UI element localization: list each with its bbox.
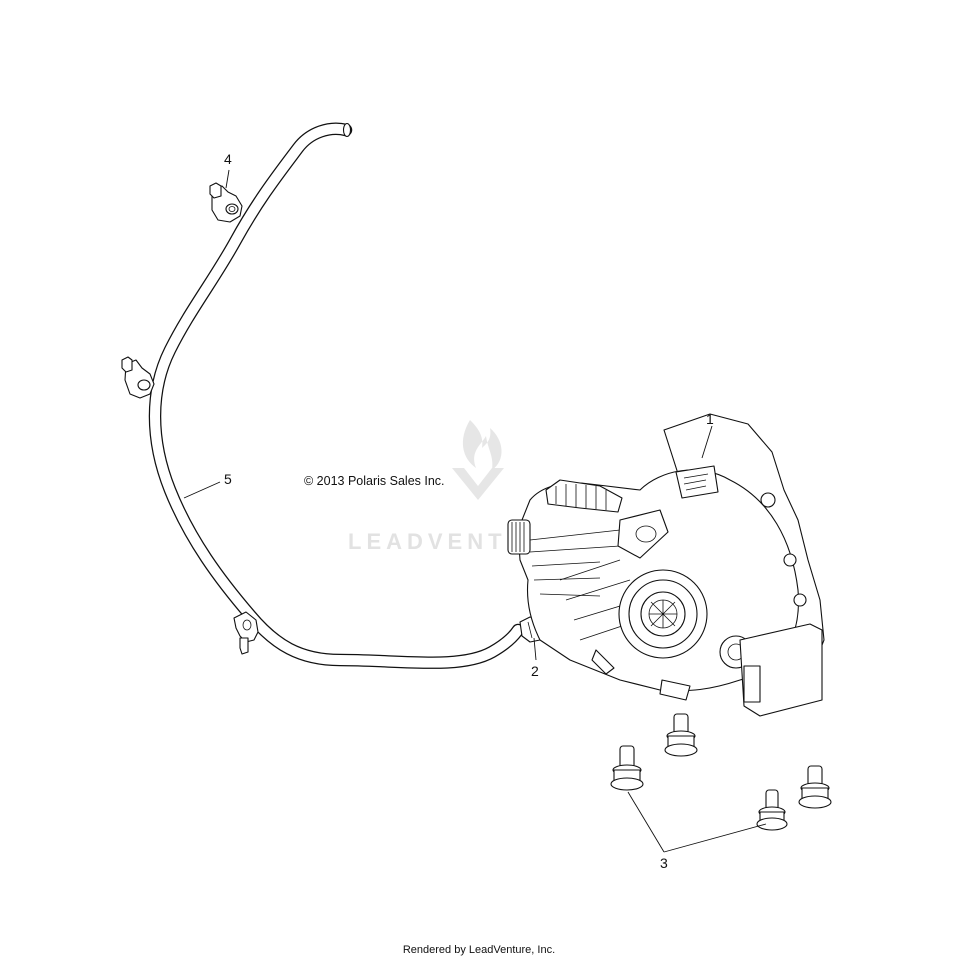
leader-lines (183, 169, 767, 853)
mounting-bolt-1 (664, 713, 698, 757)
callout-5: 5 (224, 471, 232, 487)
leader-4 (225, 169, 230, 189)
copyright-notice: © 2013 Polaris Sales Inc. (304, 474, 445, 488)
front-gearcase (507, 413, 825, 717)
hose-clip-middle (121, 356, 155, 399)
leader-3a (627, 791, 665, 853)
callout-1: 1 (706, 411, 714, 427)
callout-2: 2 (531, 663, 539, 679)
leader-5 (183, 481, 221, 499)
mounting-bolt-2 (610, 745, 644, 791)
mounting-bolt-4 (756, 789, 788, 831)
breather-hose (148, 122, 525, 670)
hose-clip-lower (233, 611, 259, 655)
leader-2 (533, 637, 537, 661)
mounting-bolt-3 (798, 765, 832, 809)
leader-3b (663, 823, 767, 853)
callout-4: 4 (224, 151, 232, 167)
footer-credit: Rendered by LeadVenture, Inc. (403, 944, 555, 956)
hose-clip-upper (209, 182, 243, 223)
leader-1 (701, 425, 713, 459)
callout-3: 3 (660, 855, 668, 871)
